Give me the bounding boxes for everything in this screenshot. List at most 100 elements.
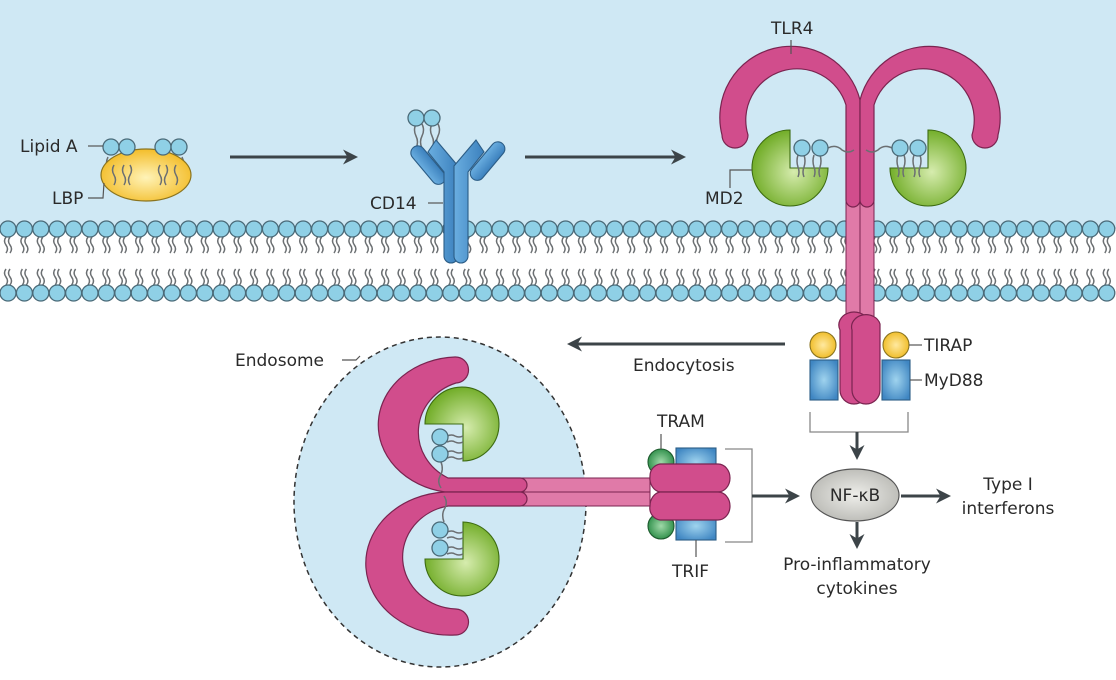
lipid-tail — [134, 236, 144, 254]
phospholipid-head — [966, 284, 985, 302]
phospholipid-head — [720, 284, 739, 302]
phospholipid-head — [999, 220, 1018, 238]
lipid-tail — [200, 268, 210, 286]
cd14-arm-left — [410, 145, 446, 185]
phospholipid-head — [0, 220, 17, 238]
phospholipid-head — [458, 284, 476, 302]
lipid-tail — [544, 268, 554, 286]
lipid-tail — [971, 268, 980, 286]
phospholipid-head — [0, 284, 17, 302]
lipid-tail — [741, 268, 751, 286]
lipid-tail — [807, 268, 816, 286]
lipid-a-label: Lipid A — [20, 137, 78, 157]
lipid-tail — [954, 236, 964, 254]
lipid-tail — [692, 236, 702, 254]
nfkb-node — [810, 468, 900, 522]
phospholipid-head — [819, 284, 837, 302]
lipid-tail — [938, 268, 948, 286]
phospholipid-head — [491, 284, 509, 302]
tlr4-ectodomain-right — [859, 45, 1001, 208]
lipid-tail — [676, 236, 685, 254]
phospholipid-head — [409, 284, 427, 302]
phospholipid-head — [917, 220, 936, 238]
lipid-a-head — [102, 138, 120, 156]
phospholipid-head — [163, 284, 181, 302]
lipid-tail — [626, 236, 636, 254]
lipid-tail — [348, 236, 357, 254]
phospholipid-head — [737, 220, 755, 238]
phospholipid-head — [671, 220, 690, 238]
phospholipid-head — [966, 220, 985, 238]
lipid-tail — [1036, 236, 1046, 254]
phospholipid-head — [606, 220, 624, 238]
phospholipid-head — [802, 220, 821, 238]
lipid-a-head — [431, 539, 449, 557]
lipid-tail — [758, 268, 767, 286]
md2-label: MD2 — [705, 189, 744, 209]
lipid-tail — [922, 236, 931, 254]
tirap-label: TIRAP — [923, 336, 972, 356]
tirap-right — [882, 331, 910, 359]
lipid-tail — [216, 268, 226, 286]
lipid-tail — [954, 268, 964, 286]
lipid-tail — [561, 236, 570, 254]
phospholipid-head — [327, 220, 345, 238]
phospholipid-head — [507, 220, 526, 238]
lipid-tail — [692, 268, 702, 286]
phospholipid-head — [524, 284, 542, 302]
phospholipid-head — [310, 220, 329, 238]
endosome — [293, 336, 651, 668]
lipid-tail — [905, 236, 915, 254]
phospholipid-head — [753, 284, 772, 302]
lipid-tail — [413, 236, 423, 254]
lipid-tail — [282, 236, 292, 254]
phospholipid-head — [130, 284, 148, 302]
lipid-tail — [315, 268, 324, 286]
lipid-a-head — [891, 139, 909, 157]
cd14-arm-right — [469, 141, 506, 181]
cytokines-label-1: Pro-inflammatory — [783, 555, 931, 575]
lipid-tail — [561, 268, 570, 286]
phospholipid-head — [261, 220, 280, 238]
phospholipid-head — [1032, 220, 1050, 238]
lipid-a-head — [154, 138, 172, 156]
cd14-receptor — [407, 109, 506, 264]
lipid-tail — [708, 236, 718, 254]
phospholipid-head — [1081, 284, 1100, 302]
phospholipid-head — [81, 220, 99, 238]
phospholipid-head — [655, 284, 673, 302]
lipid-tail — [774, 268, 784, 286]
lipid-tail — [69, 236, 78, 254]
phospholipid-head — [1081, 220, 1100, 238]
phospholipid-head — [950, 220, 968, 238]
phospholipid-head — [884, 284, 903, 302]
lipid-tail — [1053, 236, 1062, 254]
phospholipid-head — [261, 284, 280, 302]
lipid-tail — [528, 268, 538, 286]
lipid-tail — [85, 236, 95, 254]
lipid-tail — [298, 268, 308, 286]
phospholipid-head — [409, 220, 427, 238]
phospholipid-head — [179, 220, 198, 238]
lipid-tail — [380, 236, 390, 254]
lipid-tail — [52, 268, 62, 286]
lipid-tail — [233, 236, 242, 254]
lipid-tail — [577, 268, 587, 286]
lipid-tail — [118, 236, 128, 254]
phospholipid-head — [589, 220, 608, 238]
phospholipid-head — [901, 284, 919, 302]
phospholipid-head — [64, 284, 83, 302]
endosome-tlr4-stalk-top — [519, 477, 651, 493]
phospholipid-head — [934, 220, 952, 238]
phospholipid-head — [556, 220, 575, 238]
phospholipid-head — [228, 220, 247, 238]
lipid-tail — [446, 268, 456, 286]
phospholipid-head — [32, 284, 50, 302]
tlr4-label: TLR4 — [770, 19, 813, 39]
cd14-stem-right — [453, 139, 485, 264]
phospholipid-head — [606, 284, 624, 302]
phospholipid-head — [638, 220, 657, 238]
lipid-tail — [364, 236, 374, 254]
trif-bracket — [725, 448, 753, 543]
lipid-tail — [594, 268, 603, 286]
